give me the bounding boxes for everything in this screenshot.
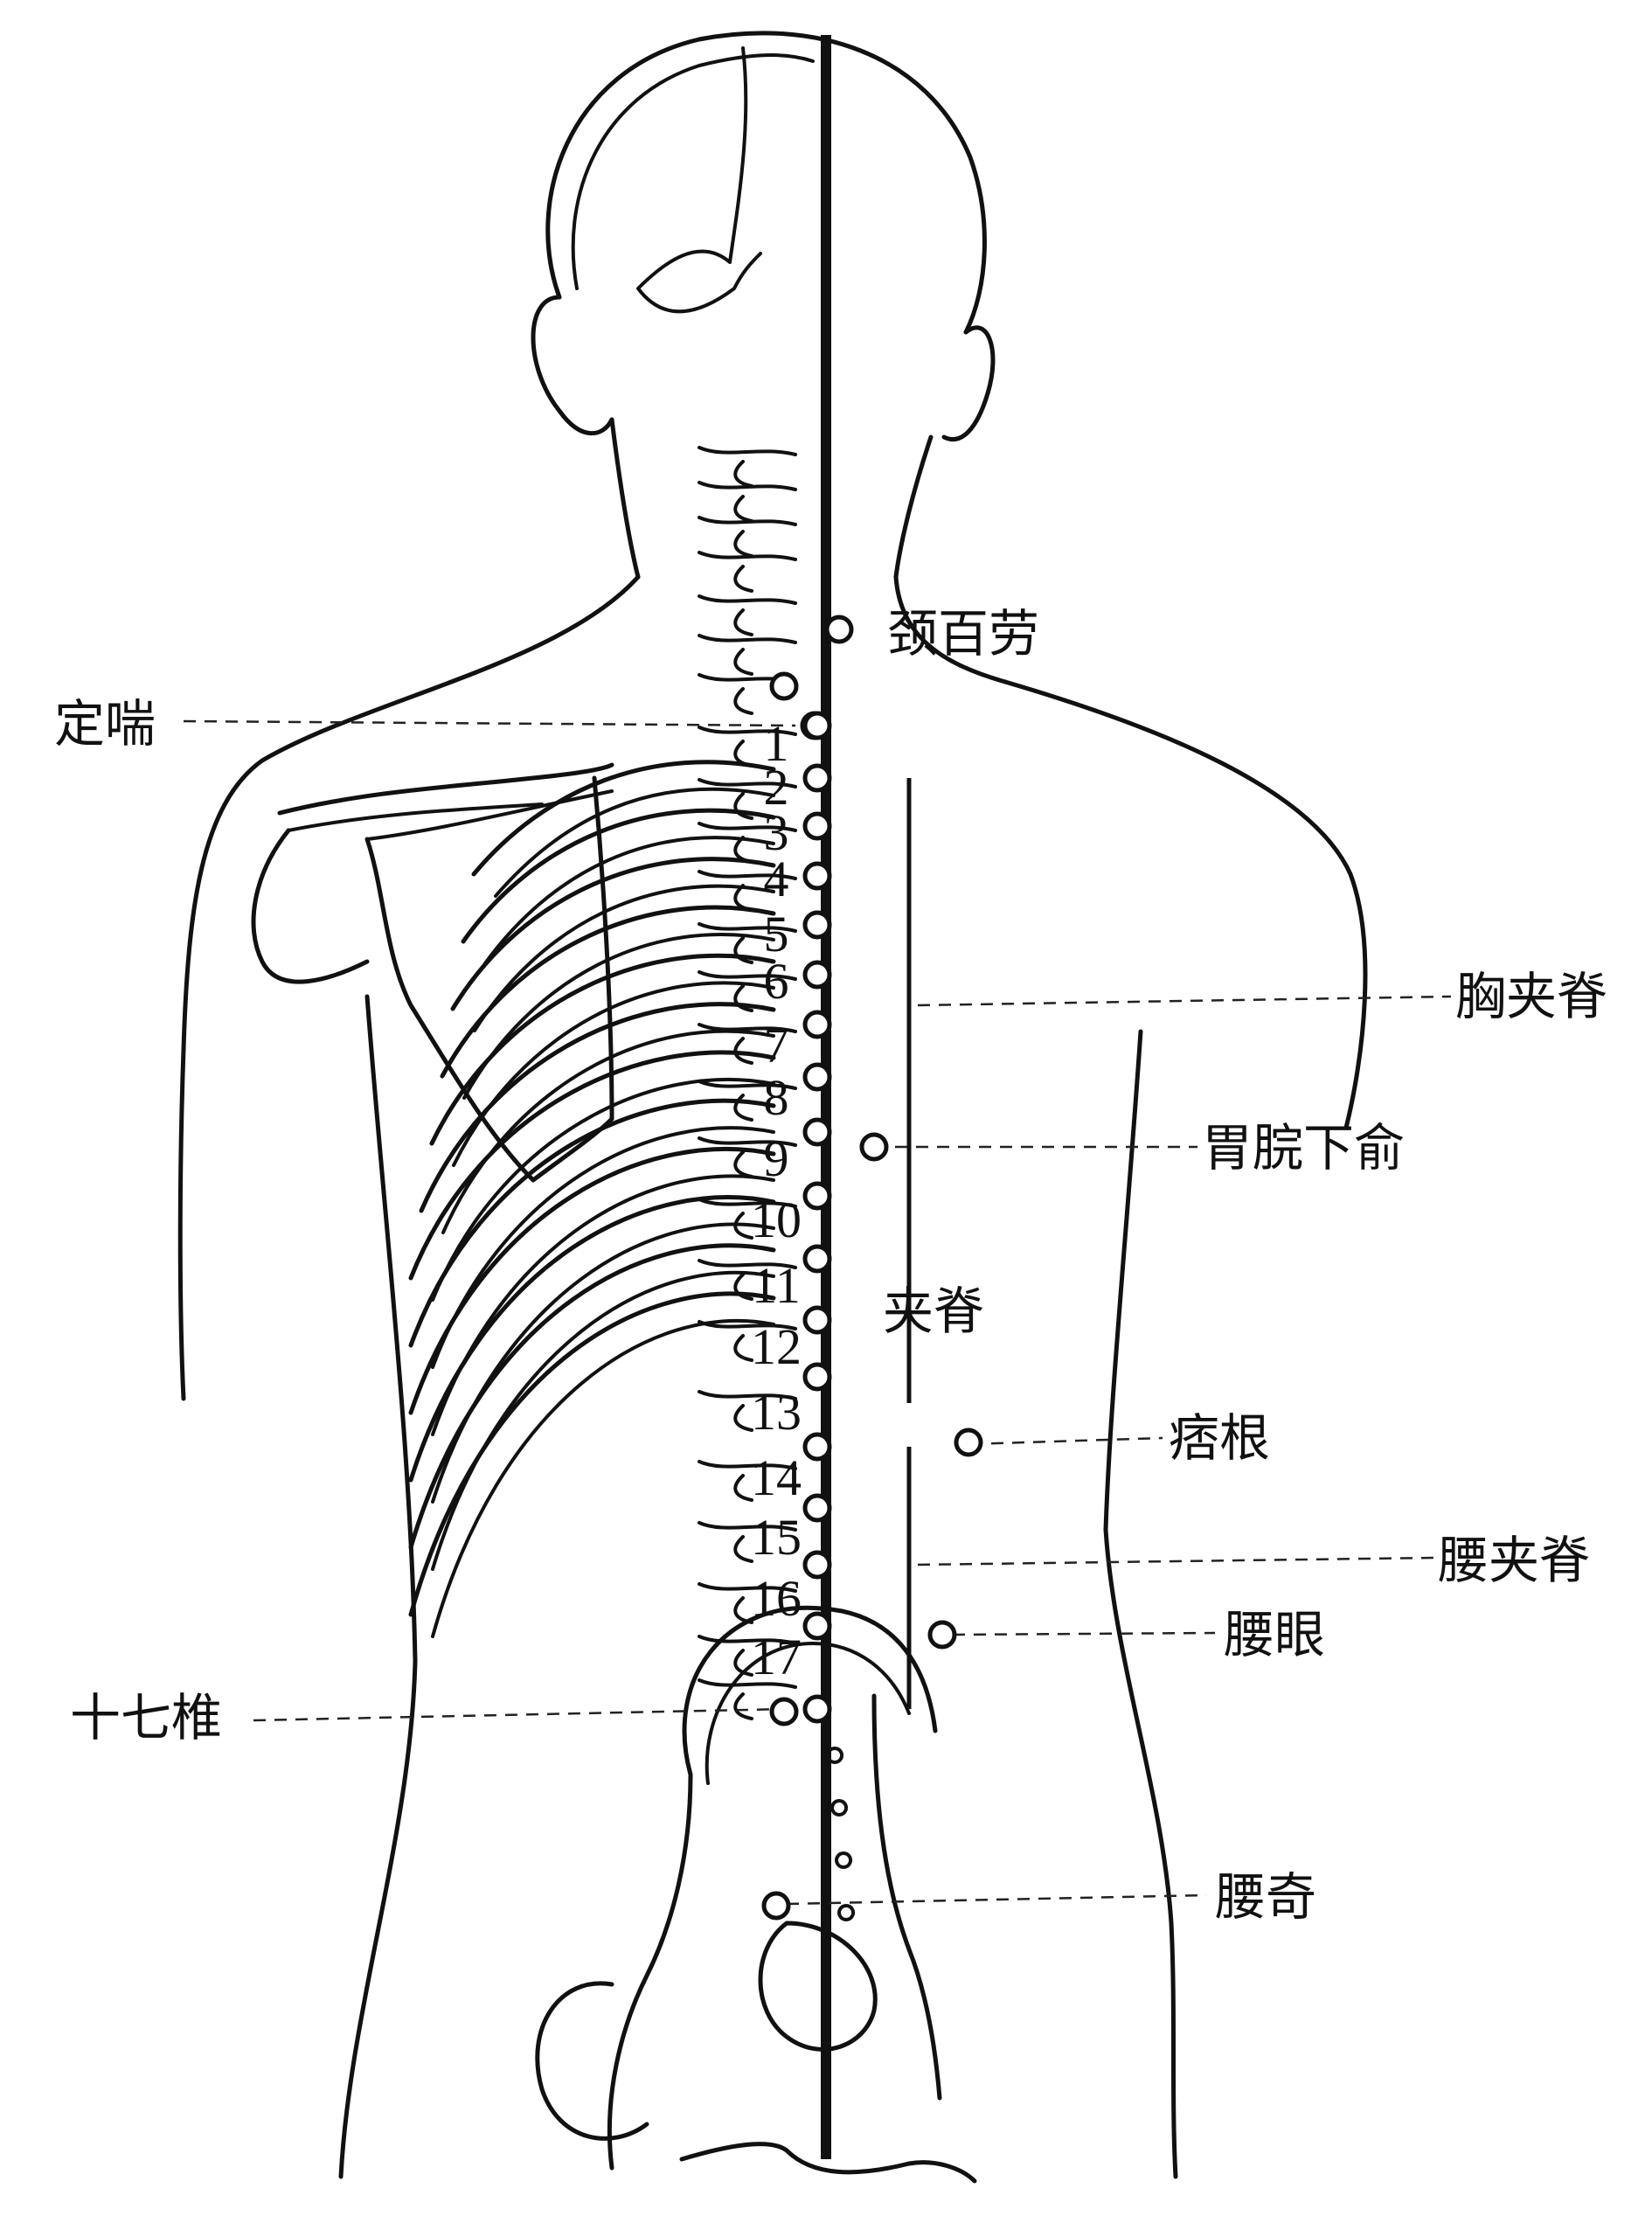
vertebra-number: 15 [751,1509,802,1566]
vertebra-number: 14 [751,1449,802,1506]
vertebra-number: 11 [752,1257,801,1314]
leader-xiong-jia-ji [918,997,1451,1005]
label-yao-yan: 腰眼 [1224,1605,1325,1664]
label-jing-bai-lao: 颈百劳 [887,604,1039,663]
vertebra-number: 7 [764,1017,789,1073]
right-ear [944,328,993,440]
label-ding-chuan: 定喘 [54,694,156,754]
vertebra-number: 12 [751,1318,802,1375]
vertebra-number: 6 [764,953,789,1010]
left-shoulder-arm [180,577,638,1399]
rib-lower-edge [433,1273,774,1569]
point-shi-qi-zhui [772,1699,796,1724]
jiaji-point [805,1614,829,1638]
leader-yao-jia-ji [918,1558,1433,1565]
point-pi-gen [956,1430,981,1455]
vertebra-number: 9 [764,1130,789,1187]
point-da-zhui [772,674,796,698]
vertebra-number: 10 [751,1191,802,1248]
leader-yao-yan [953,1633,1215,1635]
jiaji-point [805,1435,829,1459]
leader-ding-chuan [184,721,795,726]
clavicle-lower [288,804,542,830]
jiaji-point [805,1065,829,1089]
neck-right [896,437,931,577]
vertebra-number: 13 [751,1384,802,1441]
femur-head [538,1983,647,2138]
ilium-body [609,1775,691,2168]
sacrum-outline [874,1696,940,2098]
jiaji-point [805,1012,829,1037]
neck-left [612,420,638,577]
leader-shi-qi-zhui [253,1709,787,1720]
jiaji-point [805,766,829,790]
label-xiong-jia-ji: 胸夹脊 [1455,967,1607,1026]
jiaji-point [805,1553,829,1577]
leader-pi-gen [970,1438,1163,1444]
shoulder-bones [253,765,612,1180]
label-pi-gen: 痞根 [1169,1408,1270,1468]
label-shi-qi-zhui: 十七椎 [70,1688,222,1747]
jiaji-point [805,1308,829,1332]
jiaji-point [805,1184,829,1208]
rib [411,1294,774,1615]
head-outline [548,33,985,332]
label-yao-jia-ji: 腰夹脊 [1438,1531,1590,1590]
vertebra-number: 16 [751,1570,802,1627]
occipital-shape [638,48,760,311]
vertebra-number: 17 [751,1629,802,1685]
jiaji-point [805,962,829,987]
jiaji-point [805,1247,829,1271]
point-wei-wan-xia-shu [862,1135,886,1159]
jiaji-point [805,1365,829,1389]
spinous-process [699,596,795,635]
right-torso-side [1106,1032,1176,2177]
sacral-holes [828,1748,853,1920]
point-yao-yan [930,1622,954,1647]
hip-socket [760,1923,875,2049]
label-wei-wan-xia-shu: 胃脘下俞 [1202,1118,1405,1177]
rib-lower-edge [464,934,774,1098]
vertebra-number: 4 [764,851,789,907]
left-ear [533,297,612,434]
spinous-process [699,636,795,674]
rib-cage [411,762,774,1636]
label-yao-qi: 腰奇 [1215,1867,1316,1927]
jiaji-point [805,913,829,937]
pelvis [538,1608,940,2168]
spinous-process [699,483,795,521]
jiaji-point [805,1697,829,1721]
leader-yao-qi [787,1895,1206,1904]
jiaji-point [805,1120,829,1144]
left-torso-side [341,997,415,2177]
point-yao-qi [764,1893,788,1918]
spinous-process [699,448,795,486]
spinous-process [699,518,795,556]
right-shoulder-arm [1005,682,1365,1128]
vertebra-number: 8 [764,1069,789,1126]
jiaji-point [805,814,829,838]
jiaji-point [805,864,829,888]
spinous-process [699,552,795,591]
jiaji-point [805,713,829,738]
point-jing-bai-lao [827,617,851,642]
label-jia-ji: 夹脊 [883,1282,984,1341]
clavicle [280,765,612,813]
humeral-head [253,830,367,982]
jiaji-point [805,1496,829,1520]
